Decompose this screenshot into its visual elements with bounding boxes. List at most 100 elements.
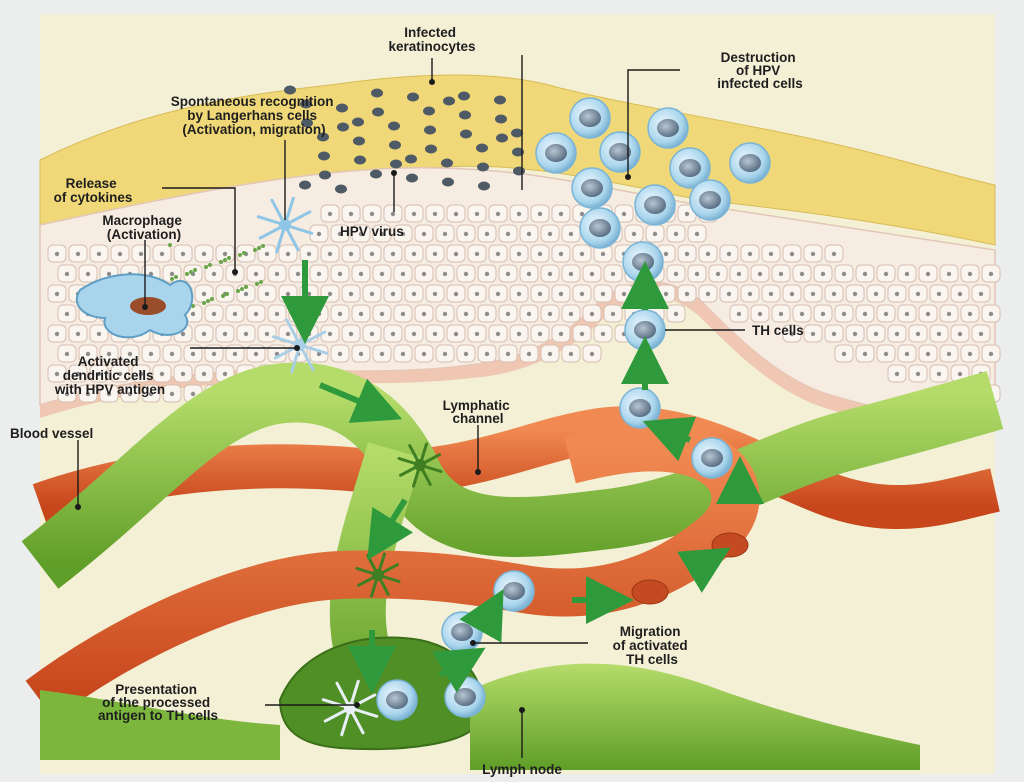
label-release-cytokines: Release of cytokines	[54, 176, 133, 205]
keratinocyte-nucleus	[505, 231, 511, 237]
virus-particle-icon	[477, 162, 489, 172]
keratinocyte-nucleus	[64, 311, 70, 317]
keratinocyte-nucleus	[862, 311, 868, 317]
keratinocyte-nucleus	[474, 251, 480, 257]
cytokine-dot	[259, 280, 263, 284]
keratinocyte-nucleus	[810, 291, 816, 297]
keratinocyte-nucleus	[64, 391, 70, 397]
keratinocyte-nucleus	[894, 371, 900, 377]
keratinocyte-nucleus	[432, 331, 438, 337]
keratinocyte-nucleus	[222, 331, 228, 337]
keratinocyte-nucleus	[726, 291, 732, 297]
keratinocyte-nucleus	[442, 231, 448, 237]
virus-particle-icon	[458, 91, 470, 101]
keratinocyte-nucleus	[862, 351, 868, 357]
keratinocyte-nucleus	[484, 311, 490, 317]
keratinocyte-nucleus	[106, 271, 112, 277]
cytokine-dot	[244, 285, 248, 289]
keratinocyte-nucleus	[894, 331, 900, 337]
keratinocyte-nucleus	[589, 351, 595, 357]
label-spontaneous-recognition: Spontaneous recognition by Langerhans ce…	[171, 94, 338, 137]
keratinocyte-nucleus	[96, 251, 102, 257]
th-cell-icon	[571, 167, 613, 209]
arrow-icon	[318, 378, 403, 423]
keratinocyte-nucleus	[841, 271, 847, 277]
label-lymph-node: Lymph node	[482, 762, 562, 777]
keratinocyte-nucleus	[432, 251, 438, 257]
virus-particle-icon	[370, 169, 382, 179]
keratinocyte-nucleus	[369, 251, 375, 257]
th-cell-icon	[729, 142, 771, 184]
keratinocyte-nucleus	[159, 251, 165, 257]
keratinocyte-nucleus	[453, 251, 459, 257]
virus-particle-icon	[459, 110, 471, 120]
cytokine-dot	[170, 277, 174, 281]
cytokine-dot	[193, 268, 197, 272]
cytokine-dot	[168, 243, 172, 247]
virus-particle-icon	[372, 107, 384, 117]
keratinocyte-nucleus	[348, 291, 354, 297]
virus-particle-icon	[406, 173, 418, 183]
keratinocyte-nucleus	[778, 311, 784, 317]
th-cell-icon	[599, 131, 641, 173]
keratinocyte-nucleus	[348, 211, 354, 217]
keratinocyte-nucleus	[306, 251, 312, 257]
keratinocyte-nucleus	[201, 371, 207, 377]
keratinocyte-nucleus	[915, 371, 921, 377]
virus-particle-icon	[460, 129, 472, 139]
keratinocyte-nucleus	[978, 331, 984, 337]
virus-particle-icon	[442, 177, 454, 187]
keratinocyte-nucleus	[337, 311, 343, 317]
keratinocyte-nucleus	[747, 251, 753, 257]
keratinocyte-nucleus	[547, 311, 553, 317]
virus-particle-icon	[354, 155, 366, 165]
virus-particle-icon	[423, 106, 435, 116]
keratinocyte-nucleus	[852, 331, 858, 337]
cytokine-dot	[206, 299, 210, 303]
keratinocyte-nucleus	[54, 251, 60, 257]
keratinocyte-nucleus	[390, 251, 396, 257]
keratinocyte-nucleus	[190, 351, 196, 357]
virus-particle-icon	[494, 95, 506, 105]
keratinocyte-nucleus	[348, 331, 354, 337]
keratinocyte-nucleus	[663, 291, 669, 297]
cytokine-dot	[255, 282, 259, 286]
keratinocyte-nucleus	[285, 331, 291, 337]
keratinocyte-nucleus	[684, 291, 690, 297]
keratinocyte-nucleus	[348, 251, 354, 257]
cytokine-dot	[227, 256, 231, 260]
keratinocyte-nucleus	[358, 271, 364, 277]
keratinocyte-nucleus	[390, 331, 396, 337]
label-hpv-virus: HPV virus	[340, 224, 404, 239]
keratinocyte-nucleus	[211, 351, 217, 357]
keratinocyte-nucleus	[799, 271, 805, 277]
keratinocyte-nucleus	[442, 351, 448, 357]
cytokine-dot	[208, 263, 212, 267]
keratinocyte-nucleus	[432, 211, 438, 217]
label-migration: Migration of activated TH cells	[613, 624, 692, 667]
keratinocyte-nucleus	[799, 311, 805, 317]
keratinocyte-nucleus	[841, 311, 847, 317]
th-cell-icon	[376, 679, 418, 721]
keratinocyte-nucleus	[337, 231, 343, 237]
keratinocyte-nucleus	[852, 291, 858, 297]
keratinocyte-nucleus	[883, 271, 889, 277]
virus-particle-icon	[496, 133, 508, 143]
cytokine-dot	[223, 258, 227, 262]
keratinocyte-nucleus	[663, 251, 669, 257]
keratinocyte-nucleus	[295, 311, 301, 317]
keratinocyte-nucleus	[253, 311, 259, 317]
keratinocyte-nucleus	[201, 331, 207, 337]
keratinocyte-nucleus	[54, 291, 60, 297]
keratinocyte-nucleus	[453, 291, 459, 297]
keratinocyte-nucleus	[96, 331, 102, 337]
keratinocyte-nucleus	[421, 231, 427, 237]
keratinocyte-nucleus	[379, 271, 385, 277]
keratinocyte-nucleus	[337, 271, 343, 277]
keratinocyte-nucleus	[621, 291, 627, 297]
cytokine-dot	[242, 251, 246, 255]
keratinocyte-nucleus	[390, 211, 396, 217]
keratinocyte-nucleus	[988, 311, 994, 317]
keratinocyte-nucleus	[526, 351, 532, 357]
keratinocyte-nucleus	[558, 251, 564, 257]
